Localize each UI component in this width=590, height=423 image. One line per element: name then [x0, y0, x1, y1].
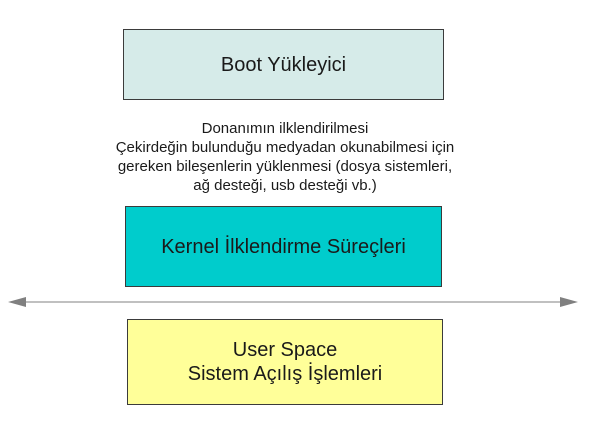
boot-loader-label: Boot Yükleyici [220, 53, 347, 76]
arrow-head-right [560, 297, 578, 307]
kernel-init-box: Kernel İlklendirme Süreçleri [125, 206, 442, 287]
description-line: Çekirdeğin bulunduğu medyadan okunabilme… [115, 139, 455, 156]
boot-description: Donanımın ilklendirilmesi Çekirdeğin bul… [60, 119, 510, 195]
double-arrow-icon [8, 297, 578, 307]
boot-loader-box: Boot Yükleyici [123, 29, 444, 100]
user-space-box: User Space Sistem Açılış İşlemleri [127, 319, 443, 405]
description-line: ağ desteği, usb desteği vb.) [193, 177, 377, 194]
user-space-subtitle: Sistem Açılış İşlemleri [187, 363, 383, 385]
description-line: Donanımın ilklendirilmesi [201, 120, 369, 137]
arrow-head-left [8, 297, 26, 307]
description-line: gereken bileşenlerin yüklenmesi (dosya s… [117, 158, 453, 175]
kernel-init-label: Kernel İlklendirme Süreçleri [161, 235, 406, 258]
user-space-title: User Space [232, 339, 338, 361]
